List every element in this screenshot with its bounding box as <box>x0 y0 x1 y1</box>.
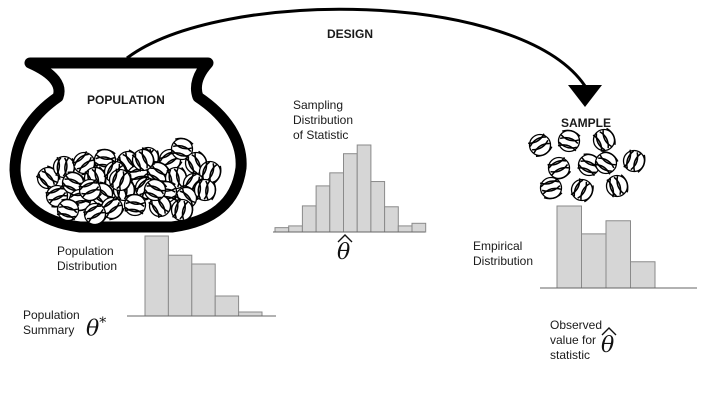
observed-line-1: Observed <box>550 318 603 332</box>
sampling-histogram-bar <box>384 206 399 233</box>
sampling-histogram-bar <box>288 225 303 233</box>
marble-icon <box>594 150 619 175</box>
population-distribution-line-1: Population <box>57 244 114 258</box>
theta-star-asterisk: * <box>99 315 107 331</box>
marble-icon <box>143 178 168 202</box>
marble-icon <box>592 127 616 152</box>
population-summary-label: Population Summary <box>23 308 80 338</box>
sampling-histogram-bar <box>411 222 427 233</box>
arrow-icon <box>568 85 602 107</box>
observed-line-2: value for <box>550 333 597 347</box>
observed-line-3: statistic <box>550 348 591 362</box>
empirical-histogram-bar <box>630 261 656 289</box>
theta-hat-observed: θ <box>599 326 619 360</box>
sampling-label-line-2: Distribution <box>293 113 354 127</box>
design-label: DESIGN <box>327 27 374 41</box>
marble-icon <box>570 178 594 203</box>
design-arrow-curve <box>126 7 587 87</box>
population-marbles <box>35 137 222 226</box>
hat-mark <box>601 327 617 336</box>
marble-icon <box>78 178 103 202</box>
population-distribution-label: Population Distribution <box>57 244 117 274</box>
sample-marbles <box>528 127 646 203</box>
sampling-histogram-bar <box>370 181 386 233</box>
empirical-distribution-line-2: Distribution <box>473 254 534 268</box>
marble-icon <box>622 149 646 173</box>
population-histogram-bar <box>214 295 240 317</box>
population-histogram <box>127 235 276 317</box>
sampling-histogram-bar <box>329 172 344 233</box>
hat-mark <box>337 234 353 243</box>
sampling-histogram-bar <box>356 144 372 233</box>
sampling-histogram <box>273 144 427 233</box>
marble-icon <box>108 168 132 192</box>
population-summary-line-2: Summary <box>23 323 75 337</box>
observed-value-label: Observed value for statistic <box>550 318 602 363</box>
empirical-histogram-bar <box>556 205 582 289</box>
marble-icon <box>56 198 80 222</box>
marble-icon <box>170 198 194 222</box>
empirical-histogram-bar <box>581 233 607 289</box>
marble-icon <box>605 174 629 198</box>
theta-hat-theta: θ <box>601 333 615 358</box>
sample-label: SAMPLE <box>561 116 612 130</box>
marble-icon <box>123 193 147 217</box>
empirical-histogram-bar <box>605 220 631 289</box>
population-histogram-bar <box>238 311 263 317</box>
sampling-histogram-bar <box>315 185 331 233</box>
marble-icon <box>83 202 108 226</box>
population-label: POPULATION <box>87 93 165 107</box>
sampling-histogram-bar <box>397 225 413 233</box>
empirical-histogram <box>540 205 697 289</box>
sampling-label-line-1: Sampling <box>293 98 344 112</box>
marble-icon <box>528 133 553 157</box>
marble-icon <box>193 178 217 202</box>
sampling-histogram-bar <box>274 227 290 233</box>
theta-star-symbol: θ* <box>86 315 106 341</box>
empirical-distribution-line-1: Empirical <box>473 239 523 253</box>
theta-star-theta: θ <box>86 316 100 342</box>
theta-hat-theta: θ <box>337 240 351 265</box>
marble-icon <box>557 129 581 153</box>
population-histogram-bar <box>144 235 169 317</box>
marble-icon <box>539 176 563 200</box>
population-summary-line-1: Population <box>23 308 80 322</box>
empirical-distribution-label: Empirical Distribution <box>473 239 533 269</box>
marble-icon <box>547 156 572 180</box>
theta-hat-sampling: θ <box>335 233 355 267</box>
sampling-histogram-bar <box>343 153 358 233</box>
marble-icon <box>170 137 194 161</box>
population-histogram-bar <box>167 254 193 317</box>
sampling-histogram-bar <box>301 205 317 233</box>
population-histogram-bar <box>191 263 216 317</box>
marble-icon <box>35 165 61 191</box>
sampling-label-line-3: of Statistic <box>293 128 349 142</box>
marble-icon <box>131 147 155 172</box>
sampling-distribution-label: Sampling Distribution of Statistic <box>293 98 353 143</box>
population-distribution-line-2: Distribution <box>57 259 118 273</box>
